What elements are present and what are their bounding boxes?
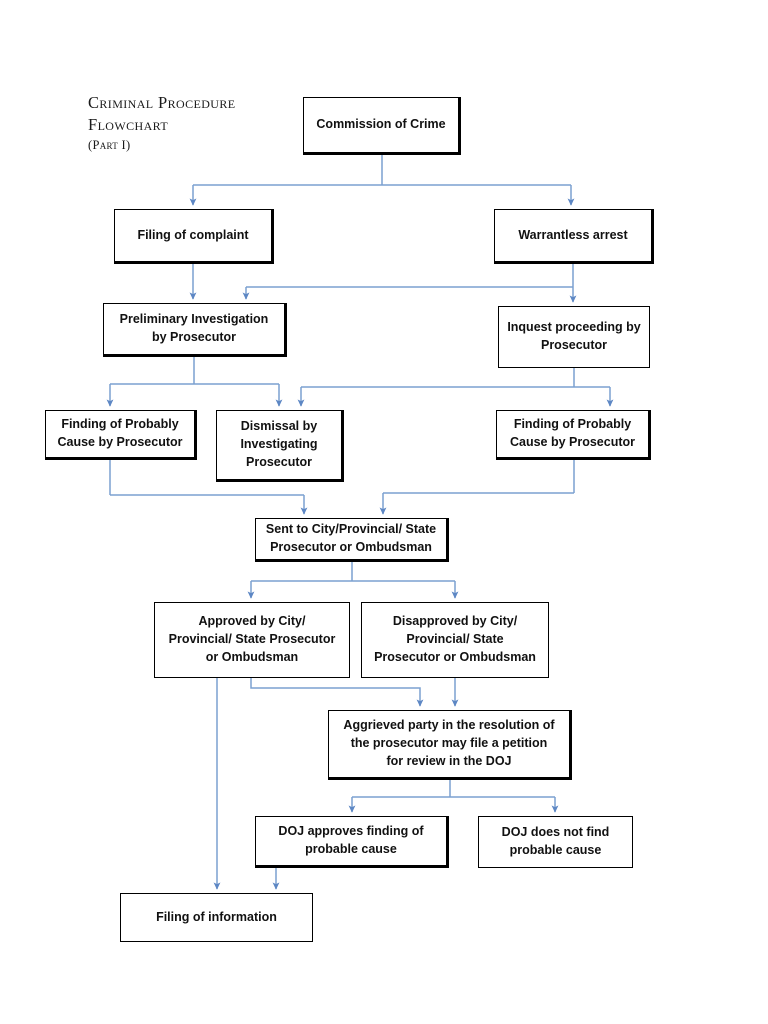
- node-doj-approves-finding[interactable]: DOJ approves finding of probable cause: [255, 816, 449, 868]
- node-commission-of-crime[interactable]: Commission of Crime: [303, 97, 461, 155]
- node-label: Approved by City/ Provincial/ State Pros…: [168, 614, 336, 664]
- node-label: Filing of information: [156, 909, 277, 924]
- node-label: Finding of Probably Cause by Prosecutor: [57, 417, 183, 449]
- page-title-part: (Part I): [88, 137, 131, 152]
- node-filing-of-complaint[interactable]: Filing of complaint: [114, 209, 274, 264]
- node-doj-does-not-find[interactable]: DOJ does not find probable cause: [478, 816, 633, 868]
- node-label: Filing of complaint: [137, 227, 249, 242]
- node-label: Sent to City/Provincial/ State Prosecuto…: [265, 522, 437, 554]
- node-sent-to-prosecutor-or-ombudsman[interactable]: Sent to City/Provincial/ State Prosecuto…: [255, 518, 449, 562]
- page-title: Criminal Procedure Flowchart (Part I): [88, 92, 288, 153]
- node-finding-probable-cause-right[interactable]: Finding of Probably Cause by Prosecutor: [496, 410, 651, 460]
- node-label: DOJ approves finding of probable cause: [278, 824, 424, 856]
- node-approved-by-prosecutor[interactable]: Approved by City/ Provincial/ State Pros…: [154, 602, 350, 678]
- node-disapproved-by-prosecutor[interactable]: Disapproved by City/ Provincial/ State P…: [361, 602, 549, 678]
- node-label: DOJ does not find probable cause: [501, 825, 610, 857]
- node-finding-probable-cause-left[interactable]: Finding of Probably Cause by Prosecutor: [45, 410, 197, 460]
- node-dismissal-by-investigating-prosecutor[interactable]: Dismissal by Investigating Prosecutor: [216, 410, 344, 482]
- page-title-main: Criminal Procedure Flowchart: [88, 93, 236, 135]
- node-label: Warrantless arrest: [518, 227, 628, 242]
- node-label: Disapproved by City/ Provincial/ State P…: [374, 614, 536, 664]
- node-inquest-proceeding[interactable]: Inquest proceeding by Prosecutor: [498, 306, 650, 368]
- node-label: Commission of Crime: [316, 117, 446, 132]
- edge-approved-to-aggrieved: [250, 678, 424, 707]
- node-preliminary-investigation[interactable]: Preliminary Investigation by Prosecutor: [103, 303, 287, 357]
- node-label: Aggrieved party in the resolution of the…: [343, 718, 555, 768]
- node-label: Inquest proceeding by Prosecutor: [507, 320, 641, 352]
- node-label: Preliminary Investigation by Prosecutor: [119, 312, 269, 344]
- node-warrantless-arrest[interactable]: Warrantless arrest: [494, 209, 654, 264]
- node-label: Finding of Probably Cause by Prosecutor: [509, 417, 636, 449]
- node-label: Dismissal by Investigating Prosecutor: [240, 419, 318, 469]
- node-filing-of-information[interactable]: Filing of information: [120, 893, 313, 942]
- node-aggrieved-party-petition[interactable]: Aggrieved party in the resolution of the…: [328, 710, 572, 780]
